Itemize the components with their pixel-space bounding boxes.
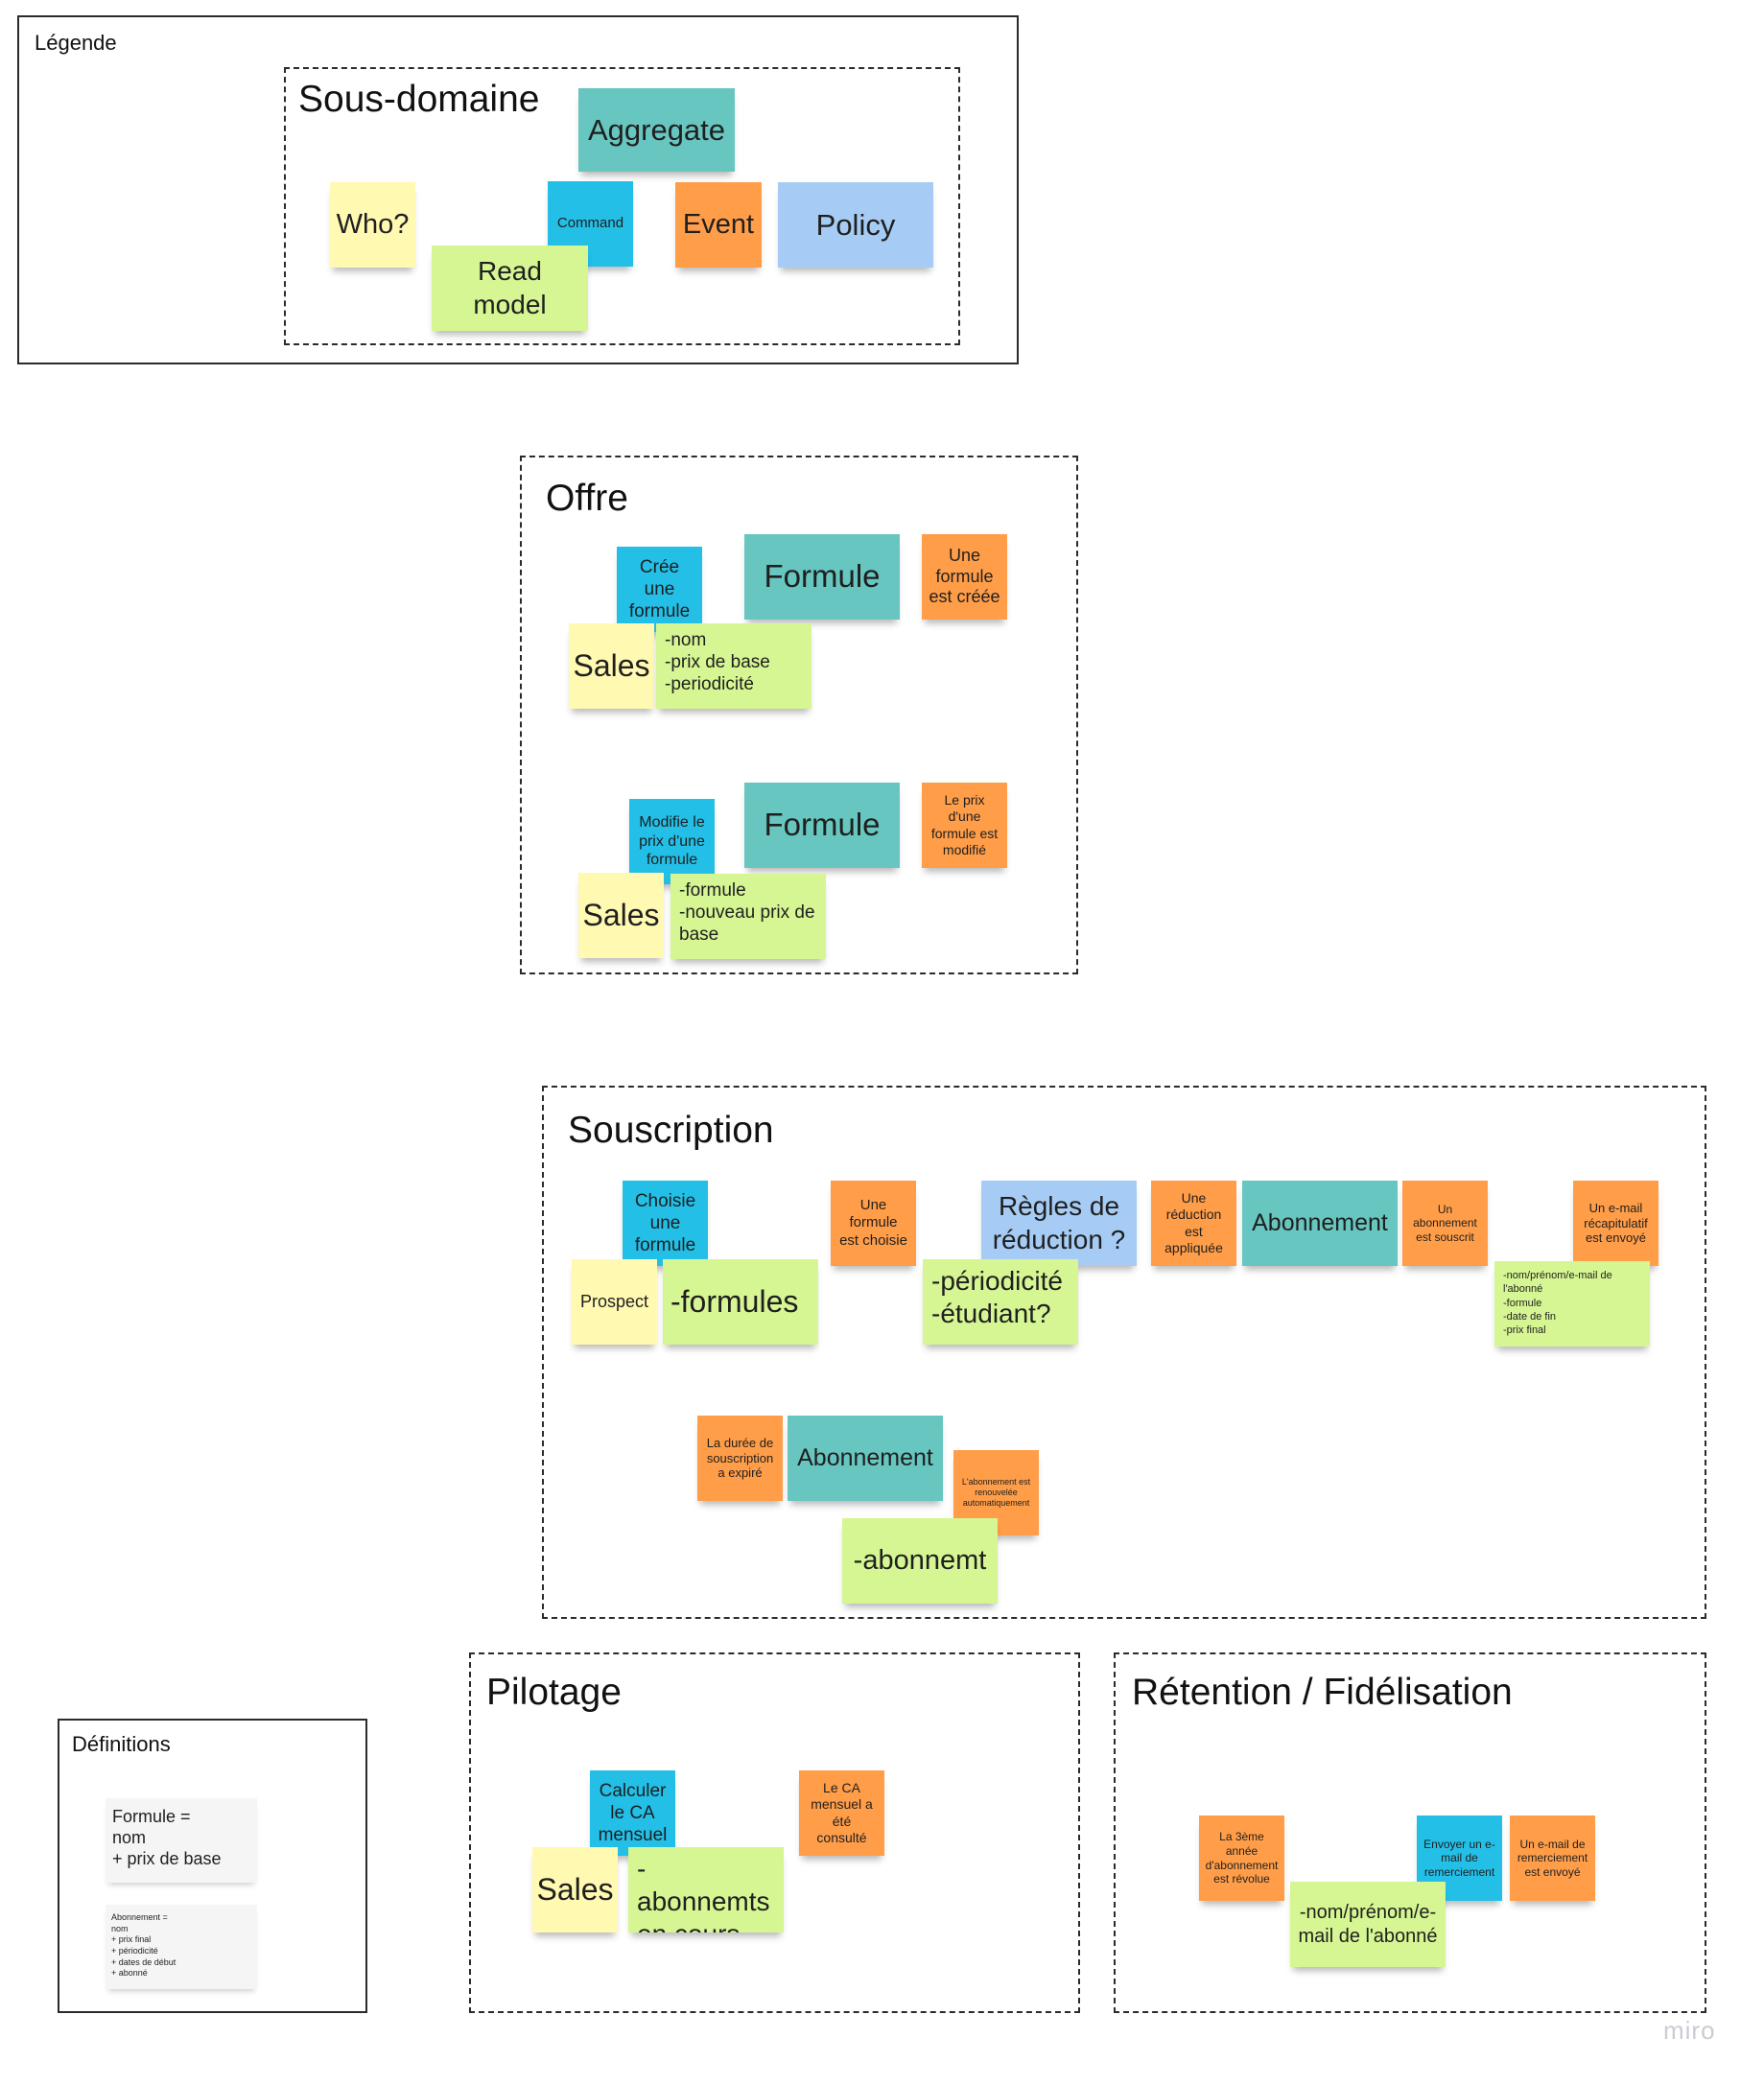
souscription-abonnement-aggregate-2[interactable]: Abonnement	[788, 1416, 943, 1501]
retention-thanks-sent-event[interactable]: Un e-mail de remerciement est envoyé	[1510, 1816, 1595, 1901]
souscription-choose-formule-command[interactable]: Choisie une formule	[623, 1181, 708, 1266]
definitions-frame	[58, 1719, 367, 2013]
offre-title: Offre	[546, 478, 628, 519]
souscription-frame	[542, 1086, 1706, 1619]
pilotage-subscriptions-read-model[interactable]: -abonnemts en cours	[628, 1847, 784, 1933]
pilotage-frame	[469, 1652, 1080, 2013]
souscription-title: Souscription	[568, 1110, 774, 1151]
retention-frame	[1114, 1652, 1706, 2013]
offre-modify-read-model[interactable]: -formule -nouveau prix de base	[670, 874, 826, 959]
offre-formule-created-event[interactable]: Une formule est créée	[922, 534, 1007, 620]
offre-formule-aggregate-2[interactable]: Formule	[744, 783, 900, 868]
souscription-expired-event[interactable]: La durée de souscription a expiré	[697, 1416, 783, 1501]
legend-title: Légende	[35, 31, 117, 55]
retention-title: Rétention / Fidélisation	[1132, 1672, 1513, 1713]
retention-third-year-event[interactable]: La 3ème année d'abonnement est révolue	[1199, 1816, 1284, 1901]
legend-subdomain-title: Sous-domaine	[298, 79, 540, 120]
pilotage-compute-ca-command[interactable]: Calculer le CA mensuel	[590, 1770, 675, 1856]
offre-create-read-model[interactable]: -nom -prix de base -periodicité	[656, 623, 811, 709]
pilotage-ca-consulted-event[interactable]: Le CA mensuel a été consulté	[799, 1770, 884, 1856]
offre-frame	[520, 456, 1078, 974]
pilotage-sales-who[interactable]: Sales	[532, 1847, 618, 1933]
souscription-formule-chosen-event[interactable]: Une formule est choisie	[831, 1181, 916, 1266]
legend-subdomain-frame	[284, 67, 960, 345]
definition-abonnement-card[interactable]: Abonnement = nom + prix final + périodic…	[106, 1905, 257, 1989]
legend-read-model-note[interactable]: Read model	[432, 246, 588, 331]
souscription-renewed-event[interactable]: L'abonnement est renouvelée automatiquem…	[953, 1450, 1039, 1535]
souscription-discount-applied-event[interactable]: Une réduction est appliquée	[1151, 1181, 1236, 1266]
offre-sales-who-1[interactable]: Sales	[569, 623, 654, 709]
legend-aggregate-note[interactable]: Aggregate	[578, 88, 735, 172]
souscription-abonnemt-read-model[interactable]: -abonnemt	[842, 1518, 998, 1604]
offre-modify-price-command[interactable]: Modifie le prix d'une formule	[629, 799, 715, 884]
offre-sales-who-2[interactable]: Sales	[578, 873, 664, 958]
souscription-policy-read-model[interactable]: -périodicité -étudiant?	[923, 1259, 1078, 1345]
retention-subscriber-read-model[interactable]: -nom/prénom/e- mail de l'abonné	[1290, 1882, 1446, 1967]
offre-price-modified-event[interactable]: Le prix d'une formule est modifié	[922, 783, 1007, 868]
souscription-email-read-model[interactable]: -nom/prénom/e-mail de l'abonné -formule …	[1494, 1261, 1650, 1347]
offre-formule-aggregate-1[interactable]: Formule	[744, 534, 900, 620]
legend-policy-note[interactable]: Policy	[778, 182, 933, 268]
legend-frame	[17, 15, 1019, 364]
miro-watermark: miro	[1663, 2016, 1716, 2045]
souscription-subscribed-event[interactable]: Un abonnement est souscrit	[1402, 1181, 1488, 1266]
souscription-formules-read-model[interactable]: -formules	[663, 1259, 818, 1345]
souscription-prospect-who[interactable]: Prospect	[572, 1259, 657, 1345]
offre-create-formule-command[interactable]: Crée une formule	[617, 547, 702, 632]
legend-who-note[interactable]: Who?	[330, 182, 415, 268]
definitions-title: Définitions	[72, 1732, 171, 1756]
souscription-abonnement-aggregate-1[interactable]: Abonnement	[1242, 1181, 1398, 1266]
definition-formule-card[interactable]: Formule = nom + prix de base	[106, 1798, 257, 1883]
legend-event-note[interactable]: Event	[675, 182, 762, 268]
pilotage-title: Pilotage	[486, 1672, 622, 1713]
souscription-discount-rules-policy[interactable]: Règles de réduction ?	[981, 1181, 1137, 1266]
souscription-recap-email-event[interactable]: Un e-mail récapitulatif est envoyé	[1573, 1181, 1658, 1266]
